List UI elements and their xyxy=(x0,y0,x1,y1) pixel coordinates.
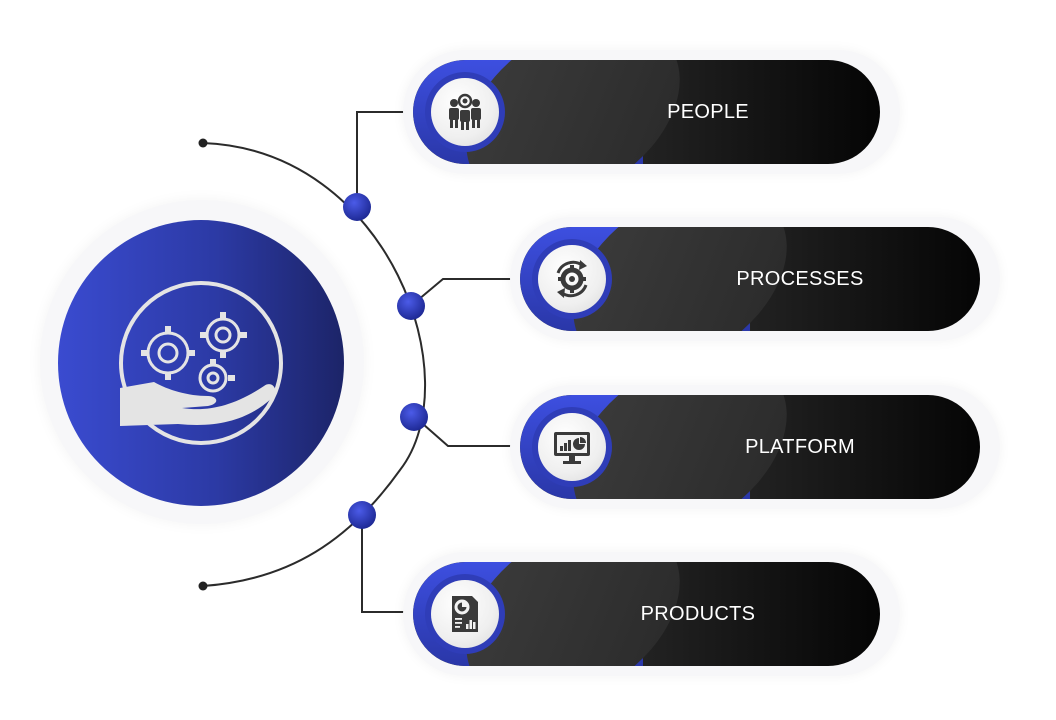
node-people xyxy=(343,193,371,221)
icon-ring xyxy=(532,407,612,487)
node-platform xyxy=(400,403,428,431)
branch-processes xyxy=(411,278,525,306)
main-arc xyxy=(202,142,427,587)
pill-processes[interactable]: PROCESSES xyxy=(520,227,980,331)
arc-end-dot-bottom xyxy=(198,581,208,591)
pill-products[interactable]: PRODUCTS xyxy=(413,562,880,666)
pill-people[interactable]: PEOPLE xyxy=(413,60,880,164)
pill-label-platform: PLATFORM xyxy=(745,436,855,458)
icon-ring xyxy=(425,574,505,654)
hand-with-gears-icon xyxy=(119,281,283,445)
pill-platform[interactable]: PLATFORM xyxy=(520,395,980,499)
branch-platform xyxy=(414,416,525,447)
gear-cycle-icon xyxy=(556,260,588,298)
analytics-monitor-icon xyxy=(554,432,590,464)
icon-ring xyxy=(425,72,505,152)
node-products xyxy=(348,501,376,529)
hub-circle xyxy=(58,220,344,506)
pill-label-products: PRODUCTS xyxy=(640,603,756,625)
arc-end-dot-top xyxy=(198,138,208,148)
report-document-icon xyxy=(452,596,478,632)
node-processes xyxy=(397,292,425,320)
branch-people xyxy=(356,111,425,205)
people-search-icon xyxy=(449,93,481,130)
pill-label-people: PEOPLE xyxy=(667,101,749,123)
icon-ring xyxy=(532,239,612,319)
pill-label-processes: PROCESSES xyxy=(736,268,864,290)
